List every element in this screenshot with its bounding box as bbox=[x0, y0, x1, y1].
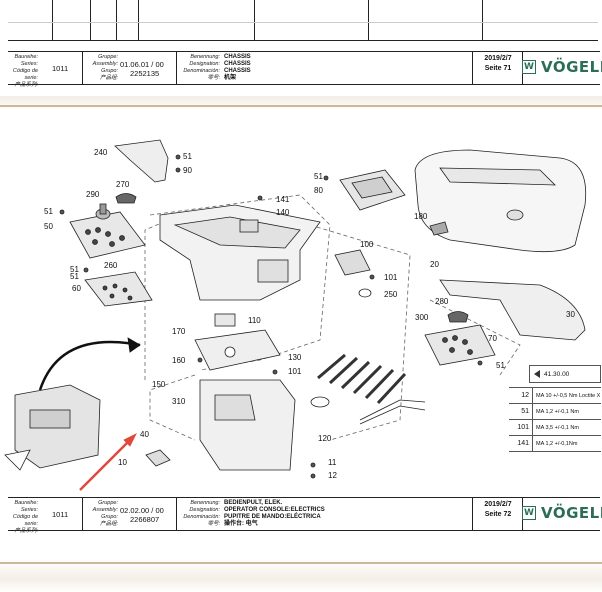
callout-130: 130 bbox=[288, 353, 302, 362]
callout-100: 100 bbox=[360, 240, 374, 249]
callout-70: 70 bbox=[488, 334, 497, 343]
page-footer-band bbox=[0, 560, 602, 592]
callout-280: 280 bbox=[435, 297, 449, 306]
callout-270: 270 bbox=[116, 180, 130, 189]
designation-names: BEDIENPULT, ELEK. OPERATOR CONSOLE:ELECT… bbox=[224, 500, 325, 527]
callout-20: 20 bbox=[430, 260, 439, 269]
callout-290: 290 bbox=[86, 190, 100, 199]
callout-300: 300 bbox=[415, 313, 429, 322]
callout-170: 170 bbox=[172, 327, 186, 336]
callout-141: 141 bbox=[276, 195, 290, 204]
callout-11: 11 bbox=[328, 458, 337, 467]
group-value: 2266807 bbox=[130, 515, 160, 524]
callout-40: 40 bbox=[140, 430, 149, 439]
title-block-lower: Baureihe:Series:Código de serie:产品系列: 10… bbox=[8, 497, 602, 534]
callout-50: 50 bbox=[44, 222, 53, 231]
designation-names: CHASSIS CHASSIS CHASSIS 机架 bbox=[224, 54, 251, 81]
callout-160: 160 bbox=[172, 356, 186, 365]
callout-101: 101 bbox=[288, 367, 302, 376]
assembly-value: 01.06.01 / 00 bbox=[120, 60, 164, 69]
callout-120: 120 bbox=[318, 434, 332, 443]
callout-250: 250 bbox=[384, 290, 398, 299]
callout-51: 51 bbox=[70, 272, 79, 281]
brand-logo: W VÖGELE bbox=[522, 504, 602, 522]
callout-12: 12 bbox=[328, 471, 337, 480]
callout-10: 10 bbox=[118, 458, 127, 467]
page-separator bbox=[0, 562, 602, 564]
series-value: 1011 bbox=[52, 510, 69, 519]
callout-310: 310 bbox=[172, 397, 186, 406]
page-separator bbox=[0, 105, 602, 107]
callout-60: 60 bbox=[72, 284, 81, 293]
callout-30: 30 bbox=[566, 310, 575, 319]
group-value: 2252135 bbox=[130, 69, 160, 78]
series-value: 1011 bbox=[52, 64, 69, 73]
callout-51: 51 bbox=[496, 361, 505, 370]
callout-101: 101 bbox=[384, 273, 398, 282]
torque-symbol-icon bbox=[534, 370, 540, 378]
date: 2019/2/7 bbox=[484, 501, 512, 508]
assembly-value: 02.02.00 / 00 bbox=[120, 506, 164, 515]
callout-51: 51 bbox=[70, 265, 79, 274]
callout-51: 51 bbox=[183, 152, 192, 161]
callout-90: 90 bbox=[183, 166, 192, 175]
callout-240: 240 bbox=[94, 148, 108, 157]
callout-140: 140 bbox=[276, 208, 290, 217]
legend-header: 41.30.00 bbox=[529, 365, 601, 383]
parts-table-stub bbox=[8, 0, 598, 41]
callout-180: 180 bbox=[414, 212, 428, 221]
callout-150: 150 bbox=[152, 380, 166, 389]
brand-mark-icon: W bbox=[522, 506, 536, 520]
callout-80: 80 bbox=[314, 186, 323, 195]
callout-110: 110 bbox=[248, 316, 261, 325]
callout-260: 260 bbox=[104, 261, 118, 270]
page-number: Seite 71 bbox=[484, 65, 512, 72]
callout-51: 51 bbox=[44, 207, 53, 216]
brand-logo: W VÖGELE bbox=[522, 58, 602, 76]
callout-51: 51 bbox=[314, 172, 323, 181]
page-number: Seite 72 bbox=[484, 511, 512, 518]
exploded-parts-drawing bbox=[4, 139, 587, 491]
title-block-upper: Baureihe:Series:Código de serie:产品系列: 10… bbox=[8, 51, 602, 88]
brand-mark-icon: W bbox=[522, 60, 536, 74]
previous-page-fragment bbox=[0, 0, 602, 100]
date: 2019/2/7 bbox=[484, 55, 512, 62]
